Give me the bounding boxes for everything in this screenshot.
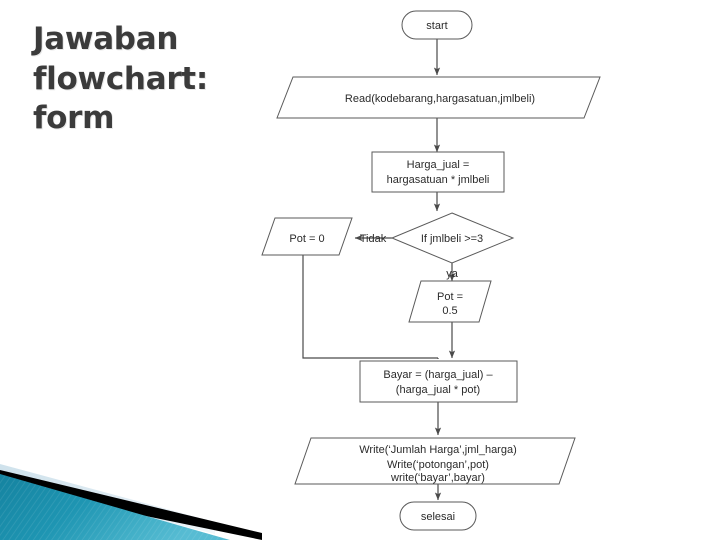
- node-hargajual: Harga_jual = hargasatuan * jmlbeli: [371, 151, 505, 193]
- node-decision: If jmlbeli >=3: [390, 212, 515, 264]
- connector-group: [302, 39, 456, 501]
- node-write-label-line1: Write(‘Jumlah Harga’,jml_harga): [359, 444, 517, 456]
- node-start-label: start: [426, 20, 447, 32]
- node-bayar: Bayar = (harga_jual) – (harga_jual * pot…: [359, 360, 518, 403]
- node-pot05: Pot = 0.5: [408, 280, 492, 323]
- node-pot0-label: Pot = 0: [289, 233, 324, 245]
- node-read-label: Read(kodebarang,hargasatuan,jmlbeli): [345, 93, 535, 105]
- node-pot05-label-line2: 0.5: [442, 305, 457, 317]
- node-bayar-label-line2: (harga_jual * pot): [396, 384, 480, 396]
- node-write: Write(‘Jumlah Harga’,jml_harga) Write(‘p…: [294, 437, 576, 485]
- edge-label-yes: ya: [446, 268, 459, 280]
- node-write-label-line3: write(‘bayar’,bayar): [390, 472, 485, 484]
- node-selesai: selesai: [399, 501, 477, 531]
- node-bayar-label-line1: Bayar = (harga_jual) –: [383, 369, 493, 381]
- edge-label-no: Tidak: [360, 233, 387, 245]
- node-decision-label: If jmlbeli >=3: [421, 233, 483, 245]
- node-pot05-label-line1: Pot =: [437, 291, 463, 303]
- node-read: Read(kodebarang,hargasatuan,jmlbeli): [276, 76, 601, 119]
- node-selesai-label: selesai: [421, 511, 455, 523]
- node-hargajual-label-line1: Harga_jual =: [407, 159, 470, 171]
- node-start: start: [401, 10, 473, 40]
- connector-pot0-to-bayar: [302, 255, 438, 359]
- page-title: Jawaban flowchart: form: [33, 21, 208, 137]
- node-pot0: Pot = 0: [261, 217, 353, 256]
- node-hargajual-label-line2: hargasatuan * jmlbeli: [387, 174, 490, 186]
- node-write-label-line2: Write(‘potongan’,pot): [387, 459, 489, 471]
